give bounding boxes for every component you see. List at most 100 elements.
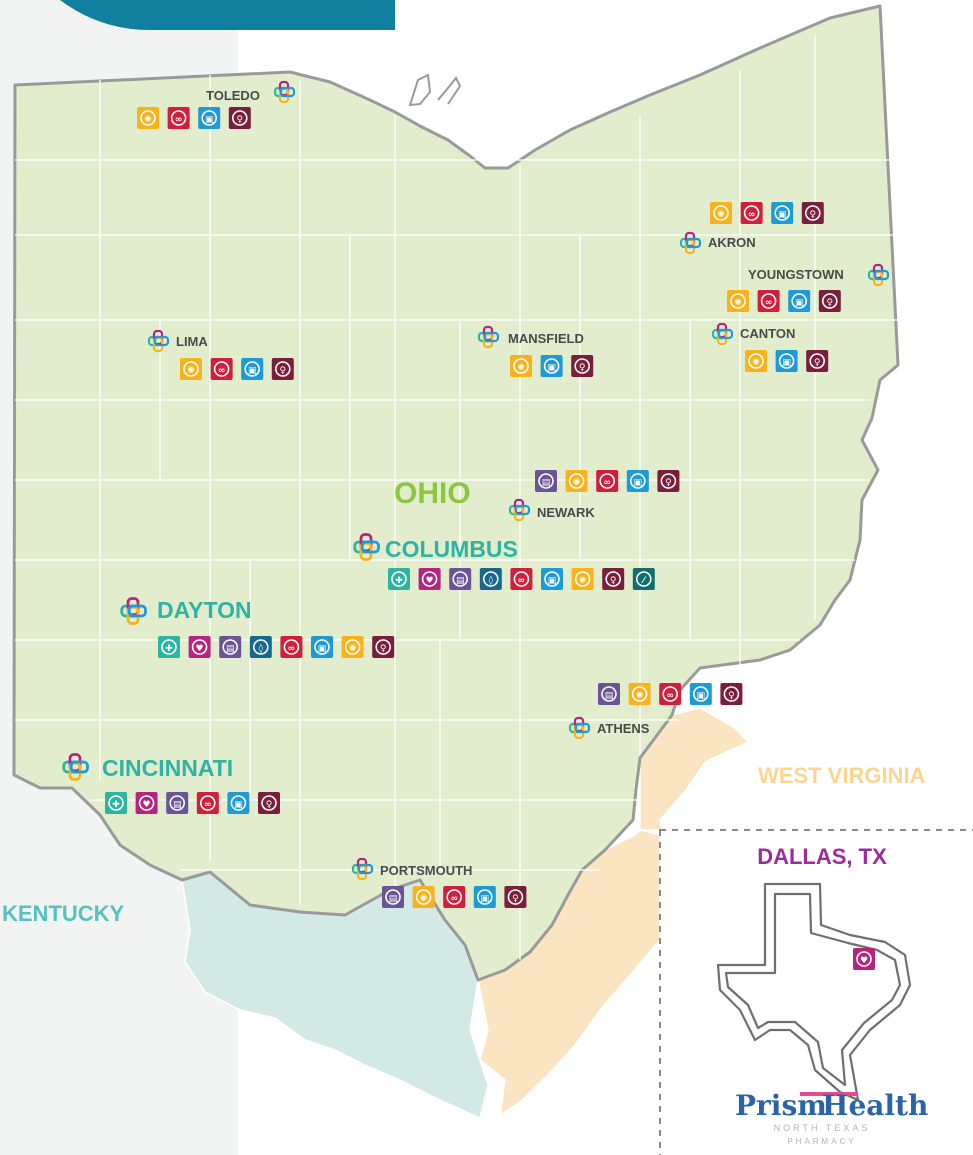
ohio-label: OHIO: [394, 477, 471, 510]
svg-text:✺: ✺: [144, 115, 152, 125]
texas-outline: [716, 882, 912, 1102]
brand-sub-line1: NORTH TEXAS: [774, 1123, 871, 1133]
svg-text:◊: ◊: [259, 643, 264, 654]
city-label-canton: CANTON: [740, 326, 795, 341]
canton-service-document-icon: ▣: [775, 350, 798, 372]
columbus-service-pill-icon: ⁄: [632, 568, 655, 590]
service-icon-layer: ✺∞▣♀✺∞▣♀✺∞▣♀✺▣♀✺∞▣♀✺▣♀▤✺∞▣♀✚♥▤◊∞▣✺♀⁄✚♥▤◊…: [105, 107, 875, 970]
svg-text:∞: ∞: [666, 691, 674, 701]
portsmouth-service-chat-icon: ▤: [382, 886, 404, 908]
athens-service-wellness-icon: ✺: [628, 683, 651, 705]
cincinnati-service-plus-icon: ✚: [105, 792, 127, 814]
svg-text:▣: ▣: [548, 576, 557, 586]
athens-service-document-icon: ▣: [689, 683, 712, 705]
city-marker-toledo: [273, 80, 296, 104]
youngstown-service-document-icon: ▣: [788, 290, 811, 312]
svg-text:∞: ∞: [603, 478, 611, 488]
svg-text:▣: ▣: [782, 358, 791, 368]
svg-text:♀: ♀: [665, 478, 672, 488]
dayton-service-document-icon: ▣: [311, 636, 333, 658]
akron-service-ribbon-icon: ∞: [740, 202, 763, 224]
mansfield-service-document-icon: ▣: [540, 355, 563, 377]
lima-service-document-icon: ▣: [241, 358, 264, 380]
svg-text:✺: ✺: [752, 358, 760, 368]
newark-service-wellness-icon: ✺: [565, 470, 588, 492]
svg-text:▣: ▣: [795, 298, 804, 308]
svg-text:▤: ▤: [173, 800, 182, 810]
svg-text:♥: ♥: [860, 956, 868, 966]
city-marker-canton: [711, 322, 734, 346]
lima-service-prep-icon: ♀: [271, 358, 294, 380]
city-marker-portsmouth: [351, 857, 374, 881]
city-marker-lima: [147, 329, 170, 353]
columbus-service-ribbon-icon: ∞: [510, 568, 533, 590]
svg-text:♀: ♀: [610, 576, 617, 586]
mansfield-service-prep-icon: ♀: [571, 355, 594, 377]
brand-sub-line2: PHARMACY: [787, 1137, 856, 1146]
svg-text:♀: ♀: [810, 210, 817, 220]
svg-text:∞: ∞: [748, 210, 756, 220]
prism-health-logo: Prism Health NORTH TEXAS PHARMACY: [735, 1089, 928, 1146]
svg-text:∞: ∞: [218, 366, 226, 376]
city-label-cincinnati: CINCINNATI: [102, 755, 233, 781]
dallas-service-heart-icon: ♥: [853, 948, 875, 970]
svg-text:♥: ♥: [426, 576, 434, 586]
svg-text:▣: ▣: [697, 691, 706, 701]
svg-text:✺: ✺: [517, 363, 525, 373]
svg-text:▣: ▣: [634, 478, 643, 488]
columbus-service-chat-icon: ▤: [449, 568, 472, 590]
youngstown-service-wellness-icon: ✺: [727, 290, 749, 312]
svg-text:▤: ▤: [542, 478, 551, 488]
city-marker-layer: [62, 80, 890, 881]
athens-service-ribbon-icon: ∞: [659, 683, 682, 705]
city-marker-cincinnati: [62, 753, 89, 781]
svg-text:♥: ♥: [143, 800, 151, 810]
svg-text:▤: ▤: [605, 691, 614, 701]
county-lines: [15, 35, 898, 960]
portsmouth-service-ribbon-icon: ∞: [443, 886, 466, 908]
dayton-service-prep-icon: ♀: [372, 636, 395, 658]
toledo-service-document-icon: ▣: [198, 107, 221, 129]
svg-text:▣: ▣: [205, 115, 214, 125]
svg-text:✺: ✺: [420, 894, 428, 904]
kentucky-label: KENTUCKY: [2, 901, 125, 926]
svg-text:∞: ∞: [518, 576, 526, 586]
athens-service-prep-icon: ♀: [720, 683, 743, 705]
svg-text:✺: ✺: [573, 478, 581, 488]
toledo-service-wellness-icon: ✺: [137, 107, 159, 129]
svg-text:✚: ✚: [395, 576, 403, 586]
city-marker-athens: [568, 716, 591, 740]
cincinnati-service-ribbon-icon: ∞: [196, 792, 219, 814]
svg-text:▤: ▤: [456, 576, 465, 586]
dayton-service-wellness-icon: ✺: [341, 636, 364, 658]
dayton-service-heart-icon: ♥: [188, 636, 211, 658]
city-label-dayton: DAYTON: [157, 597, 252, 623]
svg-text:▣: ▣: [234, 800, 243, 810]
dayton-service-chat-icon: ▤: [219, 636, 242, 658]
svg-text:♀: ♀: [728, 691, 735, 701]
toledo-service-prep-icon: ♀: [228, 107, 251, 129]
newark-service-prep-icon: ♀: [657, 470, 680, 492]
canton-service-prep-icon: ♀: [806, 350, 829, 372]
portsmouth-service-prep-icon: ♀: [504, 886, 527, 908]
youngstown-service-prep-icon: ♀: [818, 290, 841, 312]
city-label-mansfield: MANSFIELD: [508, 331, 584, 346]
portsmouth-service-wellness-icon: ✺: [412, 886, 435, 908]
svg-text:▣: ▣: [778, 210, 787, 220]
svg-text:▣: ▣: [547, 363, 556, 373]
dallas-inset-box: [659, 829, 973, 1155]
mansfield-service-wellness-icon: ✺: [510, 355, 532, 377]
svg-text:✺: ✺: [579, 576, 587, 586]
svg-text:♀: ♀: [512, 894, 519, 904]
svg-text:✺: ✺: [717, 210, 725, 220]
svg-text:✚: ✚: [112, 800, 120, 810]
svg-text:♀: ♀: [827, 298, 834, 308]
city-label-portsmouth: PORTSMOUTH: [380, 863, 472, 878]
svg-text:♀: ♀: [380, 644, 387, 654]
city-label-newark: NEWARK: [537, 505, 595, 520]
canton-service-wellness-icon: ✺: [745, 350, 767, 372]
svg-text:∞: ∞: [765, 298, 773, 308]
columbus-service-plus-icon: ✚: [388, 568, 410, 590]
svg-text:▤: ▤: [226, 644, 235, 654]
city-marker-mansfield: [477, 325, 500, 349]
